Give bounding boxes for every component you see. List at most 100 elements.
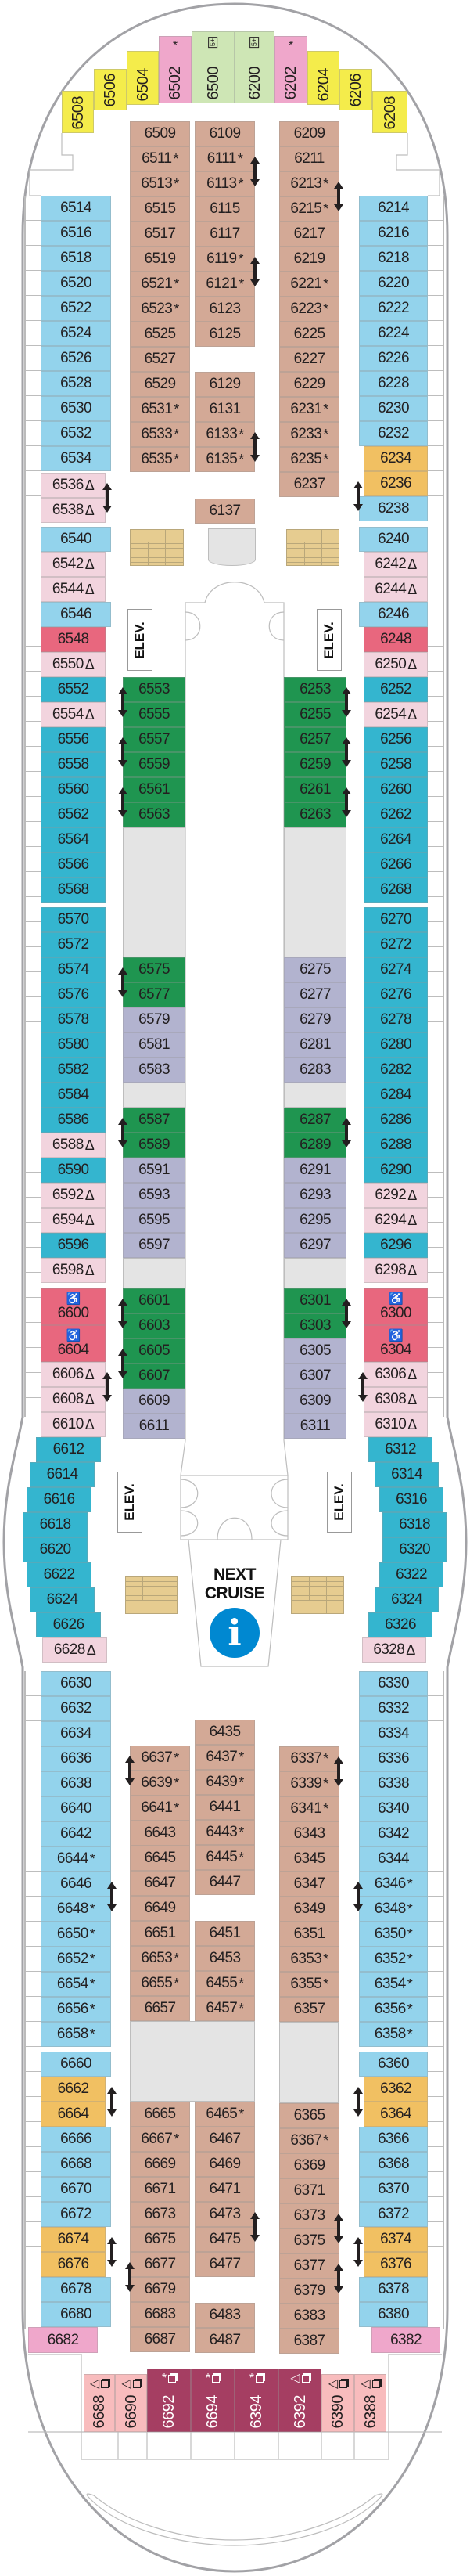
cabin-6346[interactable]: 6346* [359,1872,428,1897]
cabin-6639[interactable]: 6639* [130,1771,190,1796]
cabin-6378[interactable]: 6378 [359,2277,428,2302]
cabin-6376[interactable]: 6376 [364,2252,428,2277]
cabin-6553[interactable]: 6553 [123,677,185,702]
cabin-6473[interactable]: 6473 [195,2202,255,2227]
cabin-6223[interactable]: 6223* [279,297,339,322]
cabin-6557[interactable]: 6557 [123,727,185,752]
cabin-6305[interactable]: 6305 [284,1338,346,1364]
cabin-6515[interactable]: 6515 [130,196,190,222]
cabin-6277[interactable]: 6277 [284,982,346,1007]
cabin-6257[interactable]: 6257 [284,727,346,752]
cabin-6131[interactable]: 6131 [195,397,255,422]
cabin-6380[interactable]: 6380 [359,2302,428,2327]
cabin-6309[interactable]: 6309 [284,1389,346,1414]
cabin-6576[interactable]: 6576 [41,982,106,1007]
cabin-6667[interactable]: 6667* [130,2127,190,2152]
cabin-6318[interactable]: 6318 [382,1512,447,1537]
cabin-6607[interactable]: 6607 [123,1364,185,1389]
cabin-6666[interactable]: 6666 [41,2127,111,2152]
cabin-6129[interactable]: 6129 [195,372,255,397]
cabin-6334[interactable]: 6334 [359,1721,428,1746]
cabin-6624[interactable]: 6624 [30,1587,95,1612]
cabin-6465[interactable]: 6465* [195,2102,255,2127]
cabin-6330[interactable]: 6330 [359,1671,428,1696]
cabin-6630[interactable]: 6630 [41,1671,111,1696]
cabin-6225[interactable]: 6225 [279,322,339,347]
cabin-6566[interactable]: 6566 [41,852,106,877]
cabin-6584[interactable]: 6584 [41,1083,106,1108]
cabin-6664[interactable]: 6664 [41,2102,106,2127]
cabin-6643[interactable]: 6643 [130,1821,190,1846]
cabin-6345[interactable]: 6345 [279,1846,339,1872]
cabin-6253[interactable]: 6253 [284,677,346,702]
cabin-6272[interactable]: 6272 [364,932,428,957]
cabin-6213[interactable]: 6213* [279,171,339,196]
cabin-6255[interactable]: 6255 [284,702,346,727]
cabin-6370[interactable]: 6370 [359,2177,428,2202]
cabin-6216[interactable]: 6216 [359,221,428,246]
cabin-6372[interactable]: 6372 [359,2202,428,2227]
cabin-6258[interactable]: 6258 [364,752,428,777]
cabin-6502[interactable]: *6502 [159,36,192,103]
cabin-6559[interactable]: 6559 [123,752,185,777]
cabin-6374[interactable]: 6374 [364,2227,428,2252]
cabin-6230[interactable]: 6230 [359,396,428,421]
cabin-6669[interactable]: 6669 [130,2152,190,2177]
cabin-6674[interactable]: 6674 [41,2227,106,2252]
cabin-6522[interactable]: 6522 [41,296,111,321]
cabin-6314[interactable]: 6314 [375,1462,439,1487]
cabin-6119[interactable]: 6119* [195,247,255,272]
cabin-6601[interactable]: 6601 [123,1288,185,1313]
cabin-6388[interactable]: ◁6388 [354,2374,386,2432]
cabin-6525[interactable]: 6525 [130,322,190,347]
cabin-6366[interactable]: 6366 [359,2127,428,2152]
cabin-6394[interactable]: *6394 [235,2369,278,2432]
cabin-6552[interactable]: 6552 [41,677,106,702]
cabin-6506[interactable]: 6506 [94,69,127,110]
cabin-6109[interactable]: 6109 [195,121,255,146]
cabin-6529[interactable]: 6529 [130,372,190,397]
cabin-6280[interactable]: 6280 [364,1032,428,1057]
cabin-6563[interactable]: 6563 [123,802,185,827]
cabin-6647[interactable]: 6647 [130,1871,190,1896]
cabin-6679[interactable]: 6679 [130,2277,190,2302]
cabin-6445[interactable]: 6445* [195,1845,255,1870]
cabin-6336[interactable]: 6336 [359,1746,428,1771]
cabin-6214[interactable]: 6214 [359,196,428,221]
cabin-6483[interactable]: 6483 [195,2303,255,2328]
cabin-6605[interactable]: 6605 [123,1338,185,1364]
cabin-6526[interactable]: 6526 [41,346,111,371]
cabin-6611[interactable]: 6611 [123,1414,185,1439]
cabin-6296[interactable]: 6296 [364,1233,428,1258]
cabin-6568[interactable]: 6568 [41,877,106,903]
cabin-6655[interactable]: 6655* [130,1971,190,1996]
cabin-6111[interactable]: 6111* [195,146,255,171]
cabin-6514[interactable]: 6514 [41,196,111,221]
cabin-6475[interactable]: 6475 [195,2227,255,2252]
cabin-6677[interactable]: 6677 [130,2252,190,2277]
cabin-6117[interactable]: 6117 [195,222,255,247]
cabin-6620[interactable]: 6620 [23,1537,88,1562]
cabin-6137[interactable]: 6137 [195,499,255,524]
info-icon[interactable]: i [210,1608,260,1658]
cabin-6637[interactable]: 6637* [130,1746,190,1771]
cabin-6672[interactable]: 6672 [41,2202,111,2227]
cabin-6457[interactable]: 6457* [195,1996,255,2021]
cabin-6368[interactable]: 6368 [359,2152,428,2177]
cabin-6218[interactable]: 6218 [359,246,428,271]
cabin-6692[interactable]: *6692 [147,2369,191,2432]
cabin-6206[interactable]: 6206 [339,69,372,110]
cabin-6287[interactable]: 6287 [284,1108,346,1133]
cabin-6575[interactable]: 6575 [123,957,185,982]
cabin-6671[interactable]: 6671 [130,2177,190,2202]
cabin-6133[interactable]: 6133* [195,422,255,447]
cabin-6276[interactable]: 6276 [364,982,428,1007]
cabin-6653[interactable]: 6653* [130,1946,190,1971]
cabin-6279[interactable]: 6279 [284,1007,346,1032]
